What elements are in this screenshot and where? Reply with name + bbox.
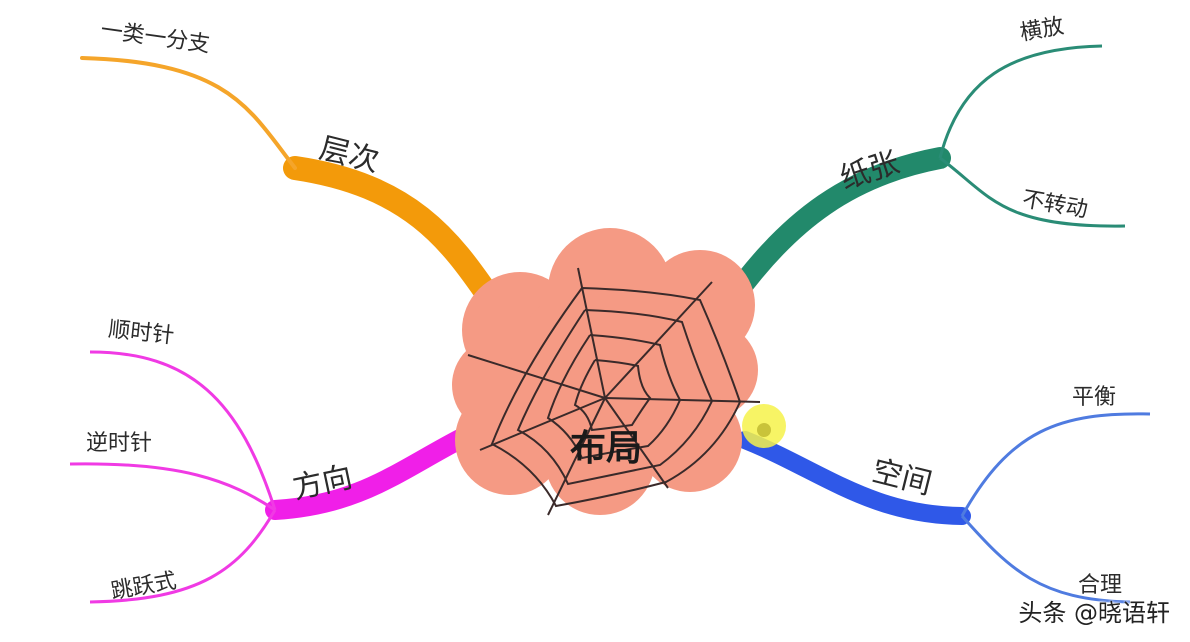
branch-direction-fork-3: [89, 509, 277, 604]
highlight-marker-core: [757, 423, 771, 437]
leaf-direction-1: 顺时针: [107, 317, 175, 349]
branch-space: 空间 平衡 合理: [736, 385, 1151, 604]
branch-direction-fork-1: [89, 350, 277, 511]
leaf-hierarchy-1: 一类一分支: [99, 18, 211, 58]
branch-space-fork-lower: [960, 515, 1131, 604]
central-node: 布局: [452, 228, 786, 516]
branch-direction: 方向 顺时针 逆时针 跳跃式: [69, 317, 472, 605]
branch-space-stem: [736, 431, 971, 525]
branch-hierarchy: 层次 一类一分支: [80, 18, 502, 310]
leaf-space-2: 合理: [1078, 573, 1122, 598]
spider-web-icon: [467, 267, 761, 516]
branch-direction-stem: [265, 428, 472, 520]
branch-paper-fork-upper: [938, 44, 1103, 159]
central-node-label: 布局: [570, 428, 642, 469]
branch-paper-stem: [724, 147, 951, 306]
branch-space-fork-upper: [960, 412, 1151, 517]
leaf-direction-2: 逆时针: [86, 431, 152, 456]
branch-paper-label: 纸张: [836, 145, 904, 197]
watermark: 头条 @晓语轩: [1018, 599, 1170, 627]
branch-hierarchy-fork: [80, 56, 297, 170]
leaf-space-1: 平衡: [1072, 385, 1116, 410]
branch-direction-fork-2: [69, 462, 276, 512]
branch-paper-fork-lower: [939, 156, 1126, 228]
leaf-direction-3: 跳跃式: [109, 569, 178, 605]
branch-paper: 纸张 横放 不转动: [724, 14, 1126, 306]
branch-hierarchy-stem: [283, 156, 502, 310]
cloud-shape: [452, 228, 758, 515]
leaf-paper-1: 横放: [1018, 14, 1066, 46]
